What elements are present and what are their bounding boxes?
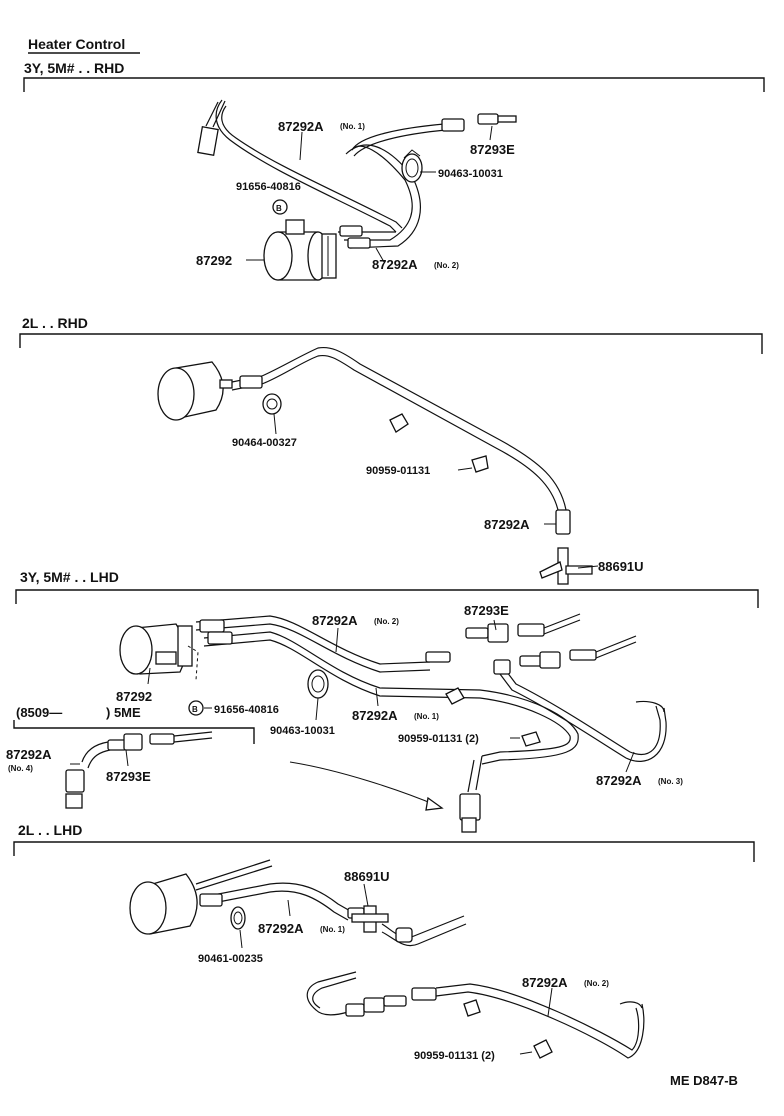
joint xyxy=(351,905,389,933)
part-number: 91656-40816 xyxy=(236,181,301,193)
bolt-mark: B xyxy=(192,705,198,714)
part-sub: (No. 4) xyxy=(8,764,33,773)
heater-valve xyxy=(263,219,337,281)
part-sub: (No. 1) xyxy=(414,712,439,721)
part-number: 87292A xyxy=(312,613,358,628)
section-3y-lhd: B 87292A (No. 2) 87293E 87292 91656-4081… xyxy=(6,603,683,833)
part-number: 87292A xyxy=(258,921,304,936)
part-number: 90959-01131 (2) xyxy=(414,1050,495,1062)
diagram-title: Heater Control xyxy=(28,36,125,52)
inset-label-right: ) 5ME xyxy=(106,705,141,720)
part-number: 87293E xyxy=(106,769,151,784)
part-number: 90959-01131 xyxy=(366,465,430,477)
joint xyxy=(539,547,593,585)
part-number: 87292 xyxy=(196,253,232,268)
part-number: 87292A xyxy=(596,773,642,788)
section-label-3y-lhd: 3Y, 5M# . . LHD xyxy=(20,569,119,585)
part-number: 88691U xyxy=(344,869,390,884)
part-number: 87292A xyxy=(352,708,398,723)
part-sub: (No. 2) xyxy=(434,261,459,270)
section-2l-rhd: 90464-00327 90959-01131 87292A 88691U xyxy=(157,346,644,585)
part-number: 87292A xyxy=(522,975,568,990)
part-number: 88691U xyxy=(598,559,644,574)
part-number: 87292A xyxy=(6,747,52,762)
diagram-code: ME D847-B xyxy=(670,1073,738,1088)
part-number: 87292A xyxy=(484,517,530,532)
part-number: 90463-10031 xyxy=(270,725,335,737)
inset-label-left: (8509— xyxy=(16,705,62,720)
part-sub: (No. 2) xyxy=(584,979,609,988)
heater-valve xyxy=(157,361,233,421)
part-sub: (No. 1) xyxy=(340,122,365,131)
part-number: 87292 xyxy=(116,689,152,704)
section-label-2l-lhd: 2L . . LHD xyxy=(18,822,82,838)
part-sub: (No. 3) xyxy=(658,777,683,786)
section-label-2l-rhd: 2L . . RHD xyxy=(22,315,88,331)
heater-valve xyxy=(129,873,198,935)
part-sub: (No. 1) xyxy=(320,925,345,934)
heater-valve xyxy=(119,623,193,675)
part-number: 87292A xyxy=(372,257,418,272)
part-sub: (No. 2) xyxy=(374,617,399,626)
section-label-3y-rhd: 3Y, 5M# . . RHD xyxy=(24,60,124,76)
part-number: 90461-00235 xyxy=(198,953,263,965)
part-number: 87293E xyxy=(470,142,515,157)
part-number: 90959-01131 (2) xyxy=(398,733,479,745)
bolt-mark: B xyxy=(276,204,282,213)
part-number: 87292A xyxy=(278,119,324,134)
part-number: 91656-40816 xyxy=(214,704,279,716)
section-3y-rhd: B 87292A (No. 1) 87293E 90463-10031 9165… xyxy=(196,99,517,281)
part-number: 87293E xyxy=(464,603,509,618)
section-2l-lhd: 88691U 87292A (No. 1) 90461-00235 87292A… xyxy=(129,859,645,1062)
part-number: 90464-00327 xyxy=(232,437,297,449)
part-number: 90463-10031 xyxy=(438,168,503,180)
